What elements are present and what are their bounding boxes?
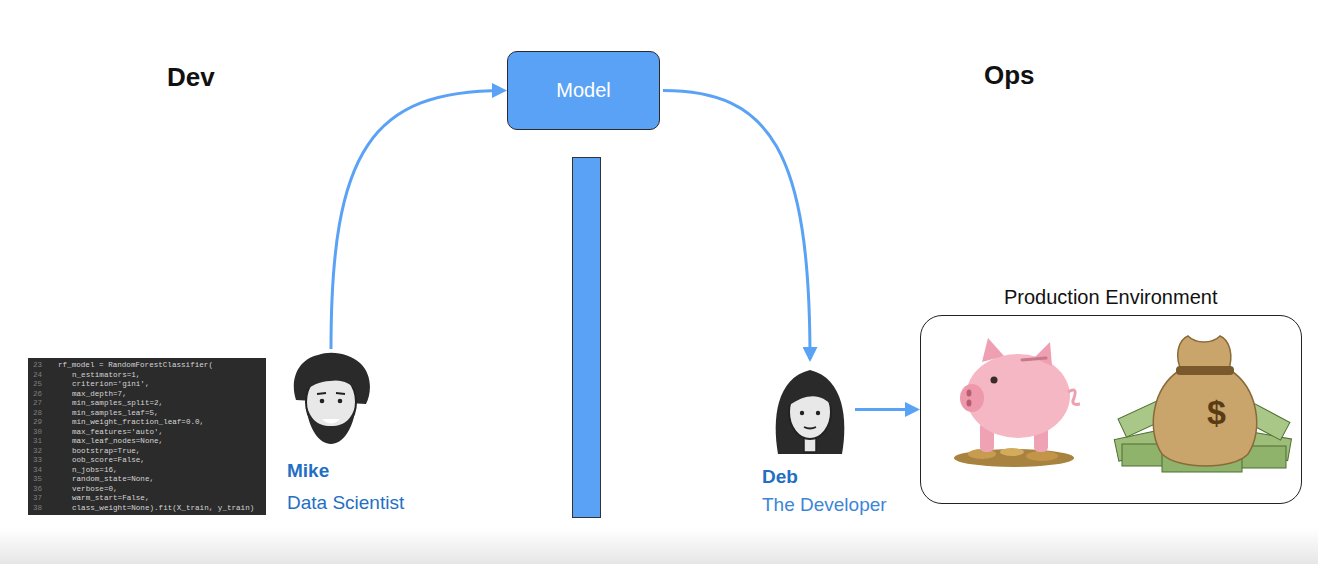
flow-arrow (331, 91, 504, 350)
line-number: 24 (33, 371, 42, 381)
model-box: Model (507, 51, 660, 130)
person-role: The Developer (762, 494, 887, 516)
code-line: warm_start=False, (72, 494, 149, 504)
line-number: 23 (33, 361, 42, 371)
line-number: 35 (33, 475, 42, 485)
code-line: bootstrap=True, (72, 447, 140, 457)
code-line: min_samples_leaf=5, (72, 409, 159, 419)
code-line: n_estimators=1, (72, 371, 140, 381)
section-heading: Dev (167, 62, 215, 93)
line-number: 29 (33, 418, 42, 428)
line-number: 30 (33, 428, 42, 438)
person-icon (290, 352, 372, 447)
person-icon (768, 362, 852, 457)
code-line: rf_model = RandomForestClassifier( (58, 361, 213, 371)
person-name: Deb (762, 466, 798, 488)
code-line: oob_score=False, (72, 456, 145, 466)
code-line: max_leaf_nodes=None, (72, 437, 163, 447)
line-number: 34 (33, 466, 42, 476)
code-line: max_features='auto', (72, 428, 163, 438)
section-heading: Ops (984, 60, 1035, 91)
frame-heading: Production Environment (1004, 286, 1217, 309)
person-name: Mike (287, 460, 329, 482)
wall-bar (572, 157, 601, 518)
code-line: class_weight=None).fit(X_train, y_train) (72, 504, 254, 514)
line-number: 25 (33, 380, 42, 390)
line-number: 26 (33, 390, 42, 400)
code-line: min_weight_fraction_leaf=0.0, (72, 418, 204, 428)
line-number: 33 (33, 456, 42, 466)
code-line: verbose=0, (72, 485, 118, 495)
code-line: max_depth=7, (72, 390, 127, 400)
box-label: Model (556, 79, 610, 102)
flow-arrow (663, 91, 810, 360)
person-role: Data Scientist (287, 492, 404, 514)
environment-border (920, 315, 1302, 504)
bag-symbol: $ (1207, 393, 1226, 432)
line-number: 27 (33, 399, 42, 409)
line-number: 32 (33, 447, 42, 457)
code-line: n_jobs=16, (72, 466, 118, 476)
floor-shade (0, 528, 1318, 564)
line-number: 36 (33, 485, 42, 495)
code-line: min_samples_split=2, (72, 399, 163, 409)
money-bag (1112, 330, 1297, 478)
line-number: 28 (33, 409, 42, 419)
piggy-bank (942, 330, 1087, 475)
line-number: 38 (33, 504, 42, 514)
code-line: random_state=None, (72, 475, 154, 485)
line-number: 37 (33, 494, 42, 504)
person-node: DebThe Developer (760, 362, 891, 518)
person-node: MikeData Scientist (285, 352, 409, 516)
flow-arrow (855, 408, 917, 411)
code-line: criterion='gini', (72, 380, 149, 390)
line-number: 31 (33, 437, 42, 447)
environment-frame: Production Environment (920, 286, 1302, 504)
